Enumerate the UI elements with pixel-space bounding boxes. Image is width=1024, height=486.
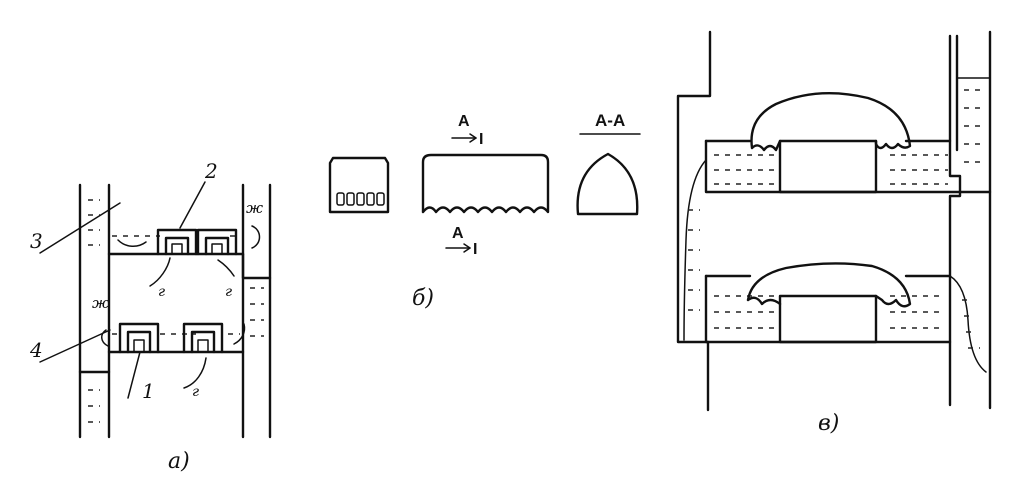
lower-bubble-cap-1 <box>118 322 160 354</box>
panel-c-caption: в) <box>818 411 839 436</box>
liquid-flow-arrow-top <box>251 225 261 249</box>
leader-line-3 <box>39 202 121 254</box>
upper-liquid-layer <box>714 154 948 185</box>
upper-cap-hood <box>750 92 912 152</box>
liquid-label-bottom: ж <box>92 294 109 312</box>
lower-bubble-cap-2 <box>182 322 224 354</box>
section-title: А-А <box>595 111 625 130</box>
gas-flow-arrow-2 <box>217 259 235 277</box>
lower-cap-hood <box>746 262 912 308</box>
upper-downcomer-weir <box>241 252 272 280</box>
liquid-flow-arrow-bottom-right <box>233 323 246 345</box>
right-downcomer-liquid-lower <box>962 299 980 349</box>
right-downcomer-flow-lower <box>949 275 987 373</box>
section-arrow-label-top: А <box>458 113 470 130</box>
right-downcomer-liquid-c <box>964 89 984 163</box>
liquid-flow-arrow-top-left <box>117 239 147 247</box>
leader-line-4 <box>39 329 111 363</box>
gas-label-1: г <box>158 284 165 300</box>
liquid-flow-arrow-bottom <box>101 329 109 347</box>
bottom-left-liquid <box>88 389 100 423</box>
gas-label-2: г <box>225 284 232 300</box>
callout-label-4: 4 <box>29 338 43 362</box>
liquid-label-top: ж <box>246 199 263 217</box>
gas-label-3: г <box>192 384 199 400</box>
lower-riser-c <box>778 294 878 344</box>
gas-flow-arrow-3 <box>183 357 207 389</box>
section-arrow-label-bottom: А <box>452 225 464 242</box>
cap-slots <box>336 192 385 206</box>
leader-line-1 <box>127 351 141 399</box>
right-downcomer-liquid <box>250 287 264 337</box>
callout-label-2: 2 <box>204 159 218 183</box>
cap-side-view-serrated <box>421 153 550 214</box>
panel-a: 3 4 2 1 ж ж г г г а) <box>29 159 272 474</box>
column-shell-left <box>676 30 712 412</box>
callout-label-3: 3 <box>30 229 43 253</box>
upper-riser-c <box>778 139 878 194</box>
section-mark-bottom: I <box>473 241 477 258</box>
callout-label-1: 1 <box>142 379 155 403</box>
cap-section-profile <box>576 152 639 216</box>
panel-b: А I А I А-А б) <box>328 111 641 311</box>
gas-flow-arrow-1 <box>149 257 171 287</box>
column-shell-right <box>948 34 962 407</box>
upper-bubble-cap-2 <box>196 228 238 256</box>
section-mark-top: I <box>479 131 483 148</box>
upper-bubble-cap-1 <box>156 228 198 256</box>
panel-c: в) <box>676 30 992 436</box>
left-downcomer-liquid-c <box>688 209 700 311</box>
lower-liquid-layer <box>714 295 944 329</box>
upper-tray-plate-c <box>704 139 992 194</box>
cap-top-view <box>328 156 390 214</box>
panel-b-caption: б) <box>412 286 434 311</box>
left-downcomer-flow <box>683 159 707 341</box>
lower-tray-plate-c <box>704 274 952 344</box>
leader-line-2 <box>179 181 206 229</box>
panel-a-caption: а) <box>168 449 190 474</box>
